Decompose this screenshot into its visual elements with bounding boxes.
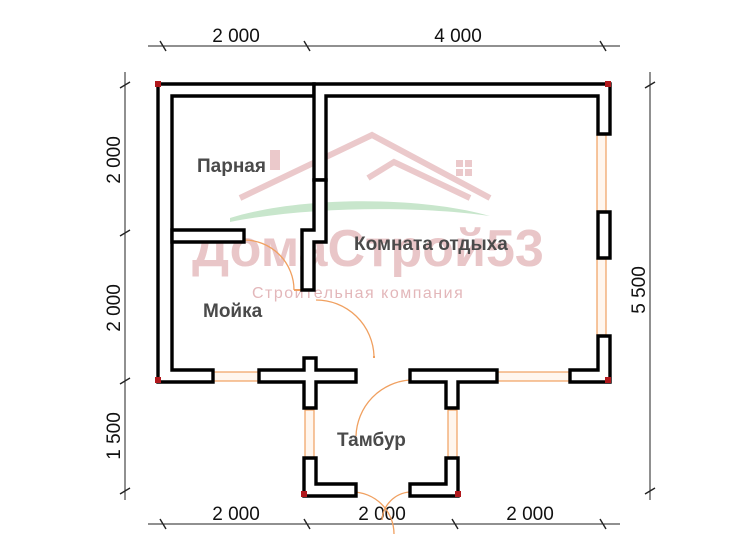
watermark-house-roof: [238, 131, 492, 201]
walls: [156, 82, 612, 498]
dimension-labels: 2 000 4 000 2 000 2 000 2 000 2 000 2 00…: [104, 26, 650, 525]
watermark-subtitle: Строительная компания: [252, 285, 464, 302]
door-komnata-tambur: [355, 379, 411, 437]
wall-right-bottom: [568, 334, 612, 384]
dim-top-2: 4 000: [434, 26, 482, 47]
corner-marker: [301, 491, 307, 497]
window-bottom-left: [212, 371, 260, 382]
room-labels: Парная Мойка Комната отдыха Тамбур: [197, 156, 508, 451]
room-label-moika: Мойка: [203, 301, 263, 322]
dim-top-1: 2 000: [212, 26, 260, 47]
wall-tambur-left: [302, 456, 358, 498]
dim-left-1: 2 000: [104, 136, 125, 184]
door-parnaya: [243, 239, 295, 291]
door-moika-komnata: [315, 299, 375, 357]
corner-marker: [155, 81, 161, 87]
dim-bottom-1: 2 000: [212, 504, 260, 525]
wall-parnaya-bottom: [170, 228, 246, 244]
watermark: ДомаСтрой53 Строительная компания: [192, 131, 544, 302]
watermark-window-icon: [456, 160, 472, 176]
window-bottom-right: [496, 371, 570, 382]
wall-right-mid: [596, 210, 612, 260]
door-entrance-2: [381, 491, 411, 521]
corner-markers: [155, 81, 611, 497]
room-label-komnata: Комната отдыха: [354, 234, 508, 255]
wall-bottom-mid-right: [408, 368, 499, 410]
dimension-lines: [119, 40, 656, 530]
corner-marker: [455, 491, 461, 497]
dim-right: 5 500: [629, 266, 650, 314]
corner-marker: [605, 81, 611, 87]
doors: [243, 239, 411, 535]
wall-tambur-right: [408, 456, 460, 498]
wall-partition: [300, 178, 328, 292]
watermark-chimney: [270, 150, 280, 170]
corner-marker: [155, 377, 161, 383]
dim-left-3: 1 500: [104, 412, 125, 460]
door-entrance: [351, 491, 395, 535]
dim-left-2: 2 000: [104, 284, 125, 332]
window-tambur-left: [304, 409, 315, 459]
room-label-tambur: Тамбур: [337, 430, 406, 451]
window-right-2: [596, 258, 607, 336]
dim-bottom-2: 2 000: [358, 504, 406, 525]
corner-marker: [605, 377, 611, 383]
watermark-title: ДомаСтрой53: [192, 220, 544, 278]
room-label-parnaya: Парная: [197, 156, 266, 177]
window-right-1: [596, 134, 607, 212]
dimension-ticks: [119, 40, 656, 530]
dim-bottom-3: 2 000: [506, 504, 554, 525]
window-tambur-right: [447, 409, 458, 459]
wall-bottom-mid-left: [257, 356, 358, 410]
watermark-green-swoosh: [230, 201, 490, 222]
